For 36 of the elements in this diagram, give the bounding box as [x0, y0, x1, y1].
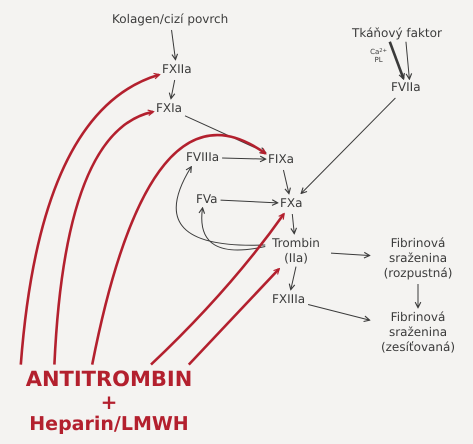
- label-text: FVIIa: [391, 80, 421, 95]
- label-text: FXIIa: [162, 62, 192, 77]
- label-text: FXIIIa: [272, 292, 306, 307]
- arrow: [176, 166, 266, 246]
- arrow: [388, 41, 405, 80]
- label-text: FXIa: [156, 101, 182, 116]
- arrow: [308, 304, 370, 322]
- label-text: Fibrinová sraženina (zesíťovaná): [380, 310, 456, 355]
- arrow: [330, 252, 370, 259]
- arrow: [414, 284, 422, 308]
- label-text: Fibrinová sraženina (rozpustná): [382, 236, 454, 281]
- arrow: [288, 266, 296, 290]
- arrow: [198, 207, 266, 250]
- arrow: [90, 134, 267, 365]
- arrow: [300, 98, 396, 194]
- arrow: [168, 80, 176, 100]
- arrow: [20, 73, 160, 365]
- label-text: Kolagen/cizí povrch: [112, 12, 228, 27]
- arrow: [222, 156, 266, 162]
- arrow: [220, 199, 278, 206]
- label-text: ANTITROMBIN: [24, 366, 194, 392]
- label-text: Heparin/LMWH: [28, 412, 190, 436]
- arrow: [188, 268, 280, 366]
- arrow: [282, 170, 291, 194]
- label-text: Trombin (IIa): [271, 236, 321, 266]
- arrow: [53, 110, 154, 365]
- arrow: [150, 212, 285, 366]
- label-text: FXa: [280, 196, 302, 211]
- label-text: FVIIIa: [186, 150, 220, 165]
- arrow: [290, 214, 298, 234]
- label-text: +: [100, 392, 118, 412]
- arrow: [405, 41, 412, 80]
- label-text: Tkáňový faktor: [352, 26, 442, 41]
- label-text: FVa: [196, 192, 218, 207]
- label-text: FIXa: [268, 152, 294, 167]
- arrow: [171, 30, 178, 60]
